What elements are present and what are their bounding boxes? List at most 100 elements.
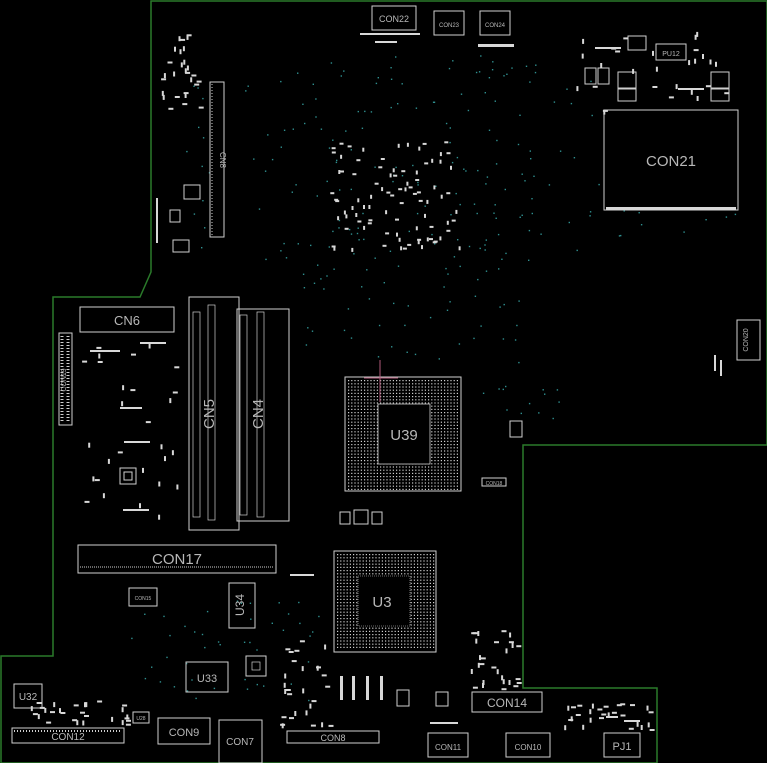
smd-part — [675, 84, 678, 90]
via-dot — [374, 166, 376, 168]
bga-ball — [389, 386, 391, 388]
bga-ball — [440, 460, 442, 462]
bga-ball — [420, 602, 422, 604]
bga-ball — [346, 560, 348, 562]
bga-ball — [385, 566, 387, 568]
bga-ball — [447, 482, 449, 484]
bga-ball — [337, 573, 339, 575]
bga-ball — [417, 637, 419, 639]
smd-part — [294, 711, 297, 716]
bga-ball — [407, 627, 409, 629]
via-dot — [484, 249, 486, 251]
bga-ball — [349, 573, 351, 575]
bga-ball — [453, 488, 455, 490]
bga-ball — [434, 472, 436, 474]
bga-ball — [444, 396, 446, 398]
via-dot — [521, 214, 523, 216]
bga-ball — [343, 582, 345, 584]
bga-ball — [417, 605, 419, 607]
bga-ball — [353, 608, 355, 610]
bga-ball — [437, 482, 439, 484]
via-dot — [256, 683, 258, 686]
con21-label: CON21 — [646, 153, 696, 170]
cn4-memory-slot: CN4 — [236, 308, 290, 522]
bga-ball — [410, 586, 412, 588]
bga-ball — [373, 402, 375, 404]
cn4-label: CN4 — [250, 399, 267, 429]
bga-ball — [373, 396, 375, 398]
bga-ball — [388, 640, 390, 642]
bga-ball — [426, 614, 428, 616]
bga-ball — [440, 405, 442, 407]
bga-ball — [337, 624, 339, 626]
bga-ball — [437, 479, 439, 481]
via-dot — [556, 389, 559, 391]
bga-ball — [405, 482, 407, 484]
bga-ball — [413, 592, 415, 594]
via-dot — [503, 303, 505, 306]
smd-part — [173, 71, 176, 77]
bga-ball — [351, 431, 353, 433]
bga-ball — [380, 383, 382, 385]
bga-ball — [364, 405, 366, 407]
bga-ball — [397, 570, 399, 572]
bga-ball — [376, 479, 378, 481]
smd-part — [402, 247, 407, 250]
bga-ball — [386, 476, 388, 478]
smd-part — [30, 706, 33, 712]
bga-ball — [343, 554, 345, 556]
bga-ball — [415, 485, 417, 487]
smd-part — [589, 717, 592, 723]
via-dot — [249, 641, 251, 644]
bga-ball — [450, 408, 452, 410]
bga-ball — [381, 634, 383, 636]
via-dot — [484, 244, 486, 246]
bga-ball — [453, 428, 455, 430]
via-dot — [291, 191, 293, 193]
bga-ball — [394, 646, 396, 648]
bga-ball — [353, 634, 355, 636]
bga-ball — [373, 476, 375, 478]
bga-ball — [450, 485, 452, 487]
bga-ball — [348, 386, 350, 388]
bga-ball — [346, 592, 348, 594]
via-dot — [295, 184, 297, 186]
bga-ball — [444, 456, 446, 458]
bga-ball — [453, 476, 455, 478]
bga-ball — [354, 485, 356, 487]
bga-ball — [376, 383, 378, 385]
bga-ball — [433, 582, 435, 584]
bga-ball — [433, 630, 435, 632]
smd-part — [649, 729, 655, 731]
via-dot — [494, 100, 496, 102]
bga-ball — [353, 602, 355, 604]
bga-ball — [376, 405, 378, 407]
bga-ball — [391, 634, 393, 636]
bga-ball — [424, 488, 426, 490]
via-dot — [514, 339, 517, 341]
bga-ball — [349, 634, 351, 636]
bga-ball — [420, 598, 422, 600]
bga-ball — [450, 396, 452, 398]
smd-part — [439, 152, 442, 157]
bga-ball — [360, 418, 362, 420]
bga-ball — [340, 586, 342, 588]
via-dot — [433, 101, 436, 103]
bga-ball — [437, 428, 439, 430]
bga-ball — [356, 618, 358, 620]
bga-ball — [367, 456, 369, 458]
bga-ball — [396, 479, 398, 481]
via-dot — [297, 72, 299, 74]
smd-part — [389, 173, 392, 178]
bga-ball — [450, 469, 452, 471]
bga-ball — [397, 566, 399, 568]
bga-ball — [367, 428, 369, 430]
via-dot — [195, 697, 197, 700]
bga-ball — [373, 380, 375, 382]
smd-part — [471, 632, 477, 635]
bga-ball — [408, 399, 410, 401]
via-dot — [263, 685, 265, 687]
bga-ball — [429, 560, 431, 562]
bga-ball — [354, 460, 356, 462]
smd-part — [50, 711, 55, 714]
